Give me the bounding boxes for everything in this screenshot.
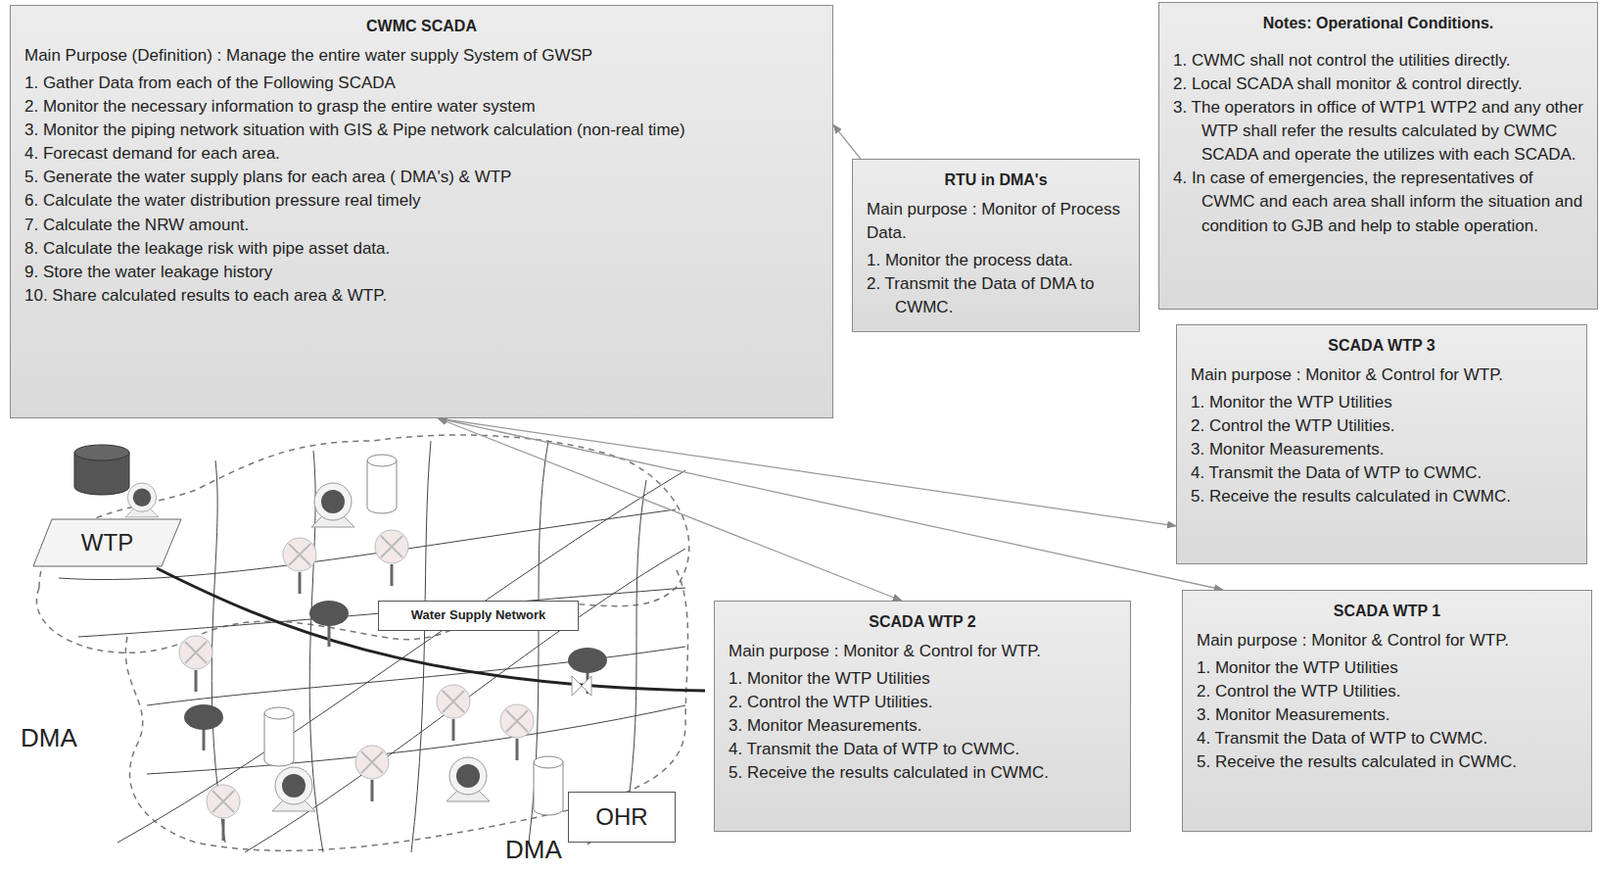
connector-arrow: [833, 124, 861, 159]
node-text: 1. Monitor the WTP Utilities: [1190, 390, 1573, 415]
node-text: 4. Transmit the Data of WTP to CWMC.: [1196, 726, 1578, 751]
node-heading: Notes: Operational Conditions.: [1173, 12, 1584, 36]
node-text: Main purpose : Monitor of Process Data.: [866, 197, 1126, 245]
node-text: Main Purpose (Definition) : Manage the e…: [24, 44, 819, 68]
node-text: 4. In case of emergencies, the represent…: [1173, 166, 1584, 237]
node-text: 3. The operators in office of WTP1 WTP2 …: [1173, 95, 1584, 167]
ohr-callout: OHR: [567, 791, 676, 843]
node-text: 4. Transmit the Data of WTP to CWMC.: [728, 737, 1117, 761]
node-text: 9. Store the water leakage history: [24, 260, 819, 284]
node-text: 6. Calculate the water distribution pres…: [24, 188, 819, 213]
node-text: Main purpose : Monitor & Control for WTP…: [728, 639, 1117, 663]
node-text: 2. Control the WTP Utilities.: [728, 690, 1117, 714]
scada-wtp2-box: SCADA WTP 2 Main purpose : Monitor & Cont…: [713, 600, 1131, 832]
node-text: Main purpose : Monitor & Control for WTP…: [1190, 363, 1573, 387]
node-heading: Water Supply Network: [411, 606, 546, 624]
node-text: 3. Monitor the piping network situation …: [24, 118, 819, 142]
node-text: 5. Receive the results calculated in CWM…: [1196, 750, 1578, 774]
notes-box: Notes: Operational Conditions. 1. CWMC sh…: [1158, 1, 1599, 310]
node-text: 2. Local SCADA shall monitor & control d…: [1173, 72, 1584, 96]
node-text: 1. Monitor the WTP Utilities: [1196, 656, 1578, 680]
node-text: 5. Receive the results calculated in CWM…: [1190, 484, 1573, 509]
node-text: 2. Control the WTP Utilities.: [1196, 679, 1578, 704]
rtu-box: RTU in DMA'sMain purpose : Monitor of Pr…: [851, 158, 1140, 332]
node-text: 3. Monitor Measurements.: [1196, 703, 1578, 727]
node-text: 8. Calculate the leakage risk with pipe …: [24, 236, 819, 261]
node-heading: SCADA WTP 3: [1190, 334, 1573, 358]
area-label: DMA: [20, 722, 78, 753]
node-text: 3. Monitor Measurements.: [1190, 437, 1573, 462]
node-text: 2. Transmit the Data of DMA to CWMC.: [866, 272, 1126, 320]
node-text: 1. Monitor the WTP Utilities: [728, 666, 1117, 691]
node-heading: CWMC SCADA: [24, 15, 819, 39]
connector-arrow: [437, 418, 1177, 526]
cwmc-scada-box: CWMC SCADA Main Purpose (Definition) : Ma…: [9, 4, 834, 419]
node-heading: WTP: [81, 525, 134, 560]
scada-wtp3-box: SCADA WTP 3 Main purpose : Monitor & Cont…: [1176, 324, 1588, 565]
node-text: 4. Forecast demand for each area.: [24, 141, 819, 166]
node-text: 3. Monitor Measurements.: [728, 713, 1117, 738]
node-text: 10. Share calculated results to each are…: [24, 283, 819, 308]
node-text: 2. Control the WTP Utilities.: [1190, 414, 1573, 438]
node-text: 7. Calculate the NRW amount.: [24, 213, 819, 237]
connector-arrow: [437, 418, 901, 601]
node-text: Main purpose : Monitor & Control for WTP…: [1196, 628, 1578, 653]
node-heading: SCADA WTP 2: [728, 611, 1117, 634]
scada-wtp1-box: SCADA WTP 1 Main purpose : Monitor & Cont…: [1181, 589, 1593, 832]
area-label: DMA: [505, 834, 563, 865]
node-text: 4. Transmit the Data of WTP to CWMC.: [1190, 461, 1573, 485]
node-text: 1. Gather Data from each of the Followin…: [24, 71, 819, 95]
node-heading: RTU in DMA's: [866, 169, 1126, 192]
node-text: 5. Receive the results calculated in CWM…: [728, 760, 1117, 785]
node-text: 2. Monitor the necessary information to …: [24, 94, 819, 119]
node-text: 1. CWMC shall not control the utilities …: [1173, 48, 1584, 73]
wtp-label: WTP: [32, 517, 183, 567]
node-heading: OHR: [595, 800, 648, 834]
connector-arrow: [437, 418, 1224, 590]
node-heading: SCADA WTP 1: [1196, 600, 1578, 623]
node-text: 5. Generate the water supply plans for e…: [24, 165, 819, 189]
node-text: 1. Monitor the process data.: [866, 248, 1126, 273]
network-label: Water Supply Network: [377, 600, 579, 631]
